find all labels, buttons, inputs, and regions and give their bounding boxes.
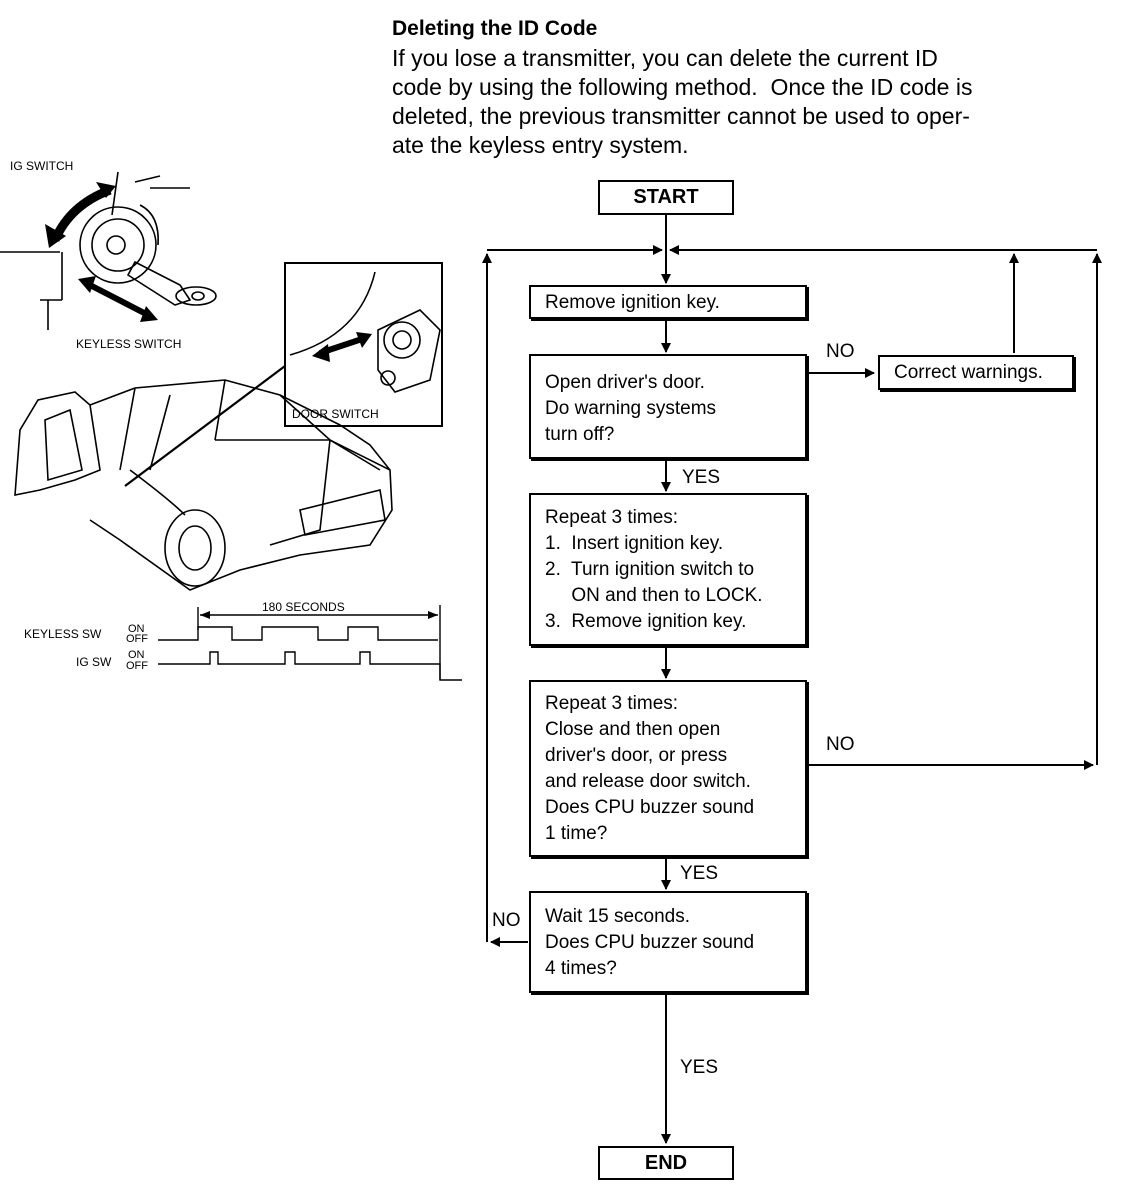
step-remove-key-text: Remove ignition key.: [545, 292, 720, 313]
step-repeat-door-line-3: driver's door, or press: [545, 745, 728, 766]
ig-off-label: OFF: [126, 660, 148, 672]
door-switch-label: DOOR SWITCH: [292, 407, 379, 421]
step-repeat-ignition: Repeat 3 times: 1. Insert ignition key. …: [529, 493, 807, 646]
step-repeat-door-line-6: 1 time?: [545, 823, 608, 844]
ig-switch-label: IG SWITCH: [10, 159, 74, 173]
step-correct-warnings-text: Correct warnings.: [894, 362, 1043, 383]
step-repeat-door-line-4: and release door switch.: [545, 771, 751, 792]
step-repeat-ignition-line-5: 3. Remove ignition key.: [545, 611, 747, 632]
step-repeat-ignition-line-2: 1. Insert ignition key.: [545, 533, 724, 554]
intro-line-1: If you lose a transmitter, you can delet…: [392, 45, 938, 71]
step-open-door-line-1: Open driver's door.: [545, 372, 705, 393]
keyless-on-label: ON: [128, 623, 145, 635]
step-open-door: Open driver's door. Do warning systems t…: [529, 354, 807, 459]
step-open-door-line-2: Do warning systems: [545, 398, 717, 419]
step-repeat-ignition-line-3: 2. Turn ignition switch to: [545, 559, 755, 580]
timing-chart: [158, 605, 462, 681]
car-drawing: [14, 379, 393, 591]
label-no-warnings: NO: [826, 341, 855, 362]
step-repeat-door-line-2: Close and then open: [545, 719, 721, 740]
step-repeat-door-line-5: Does CPU buzzer sound: [545, 797, 755, 818]
flowchart-connectors: [482, 214, 1102, 1144]
label-no-buzzer-1: NO: [826, 734, 855, 755]
step-repeat-door-line-1: Repeat 3 times:: [545, 693, 679, 714]
ignition-switch-drawing: [0, 171, 217, 330]
step-wait-line-3: 4 times?: [545, 958, 617, 979]
ig-on-label: ON: [128, 649, 145, 661]
label-yes-warnings: YES: [682, 467, 721, 488]
end-terminal: END: [598, 1146, 734, 1180]
ig-sw-label: IG SW: [76, 655, 112, 669]
step-open-door-line-3: turn off?: [545, 424, 615, 445]
step-wait-line-2: Does CPU buzzer sound: [545, 932, 755, 953]
keyless-switch-label: KEYLESS SWITCH: [76, 337, 182, 351]
step-remove-key: Remove ignition key.: [529, 285, 807, 319]
keyless-off-label: OFF: [126, 633, 148, 645]
step-wait-line-1: Wait 15 seconds.: [545, 906, 691, 927]
label-yes-buzzer-4: YES: [680, 1057, 719, 1078]
duration-label: 180 SECONDS: [262, 600, 345, 614]
step-repeat-ignition-line-4: ON and then to LOCK.: [545, 585, 763, 606]
step-repeat-door: Repeat 3 times: Close and then open driv…: [529, 680, 807, 857]
label-yes-buzzer-1: YES: [680, 863, 719, 884]
start-terminal: START: [598, 180, 734, 215]
keyless-switch-arrow: [84, 280, 150, 318]
section-title: Deleting the ID Code: [392, 17, 598, 40]
step-repeat-ignition-line-1: Repeat 3 times:: [545, 507, 679, 528]
keyless-sw-label: KEYLESS SW: [24, 627, 102, 641]
intro-line-2: code by using the following method. Once…: [392, 74, 973, 100]
step-wait: Wait 15 seconds. Does CPU buzzer sound 4…: [529, 891, 807, 993]
step-correct-warnings: Correct warnings.: [878, 355, 1074, 390]
intro-line-4: ate the keyless entry system.: [392, 132, 689, 158]
label-no-buzzer-4: NO: [492, 910, 521, 931]
intro-line-3: deleted, the previous transmitter cannot…: [392, 103, 970, 129]
